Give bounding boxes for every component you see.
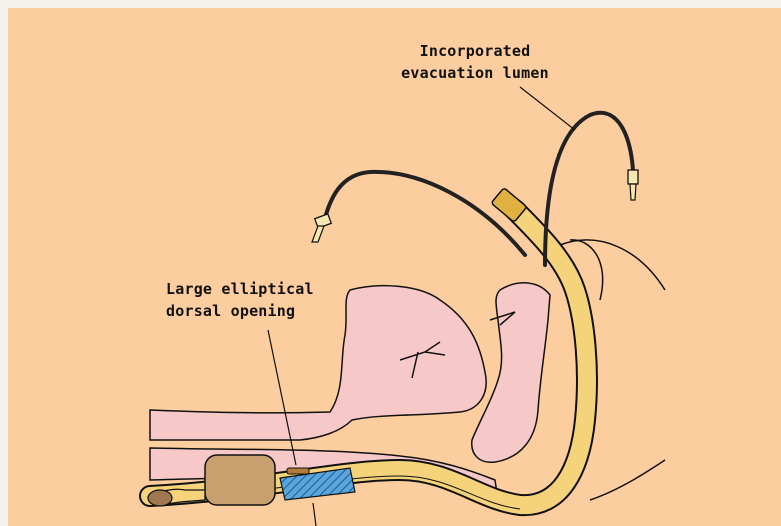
dorsal-opening-marker <box>287 468 309 474</box>
tube-tip-end <box>148 490 172 506</box>
dorsal-opening-label-line2: dorsal opening <box>166 300 314 322</box>
diagram-background <box>8 8 781 526</box>
dorsal-opening-label: Large elliptical dorsal opening <box>166 278 314 322</box>
evacuation-lumen-label-line2: evacuation lumen <box>375 62 575 84</box>
evacuation-connector-right <box>628 170 638 184</box>
evacuation-connector-right-tip <box>630 184 636 200</box>
dorsal-opening-label-line1: Large elliptical <box>166 278 314 300</box>
tube-cuff <box>205 455 275 505</box>
evacuation-lumen-label-line1: Incorporated <box>375 40 575 62</box>
evacuation-lumen-label: Incorporated evacuation lumen <box>375 40 575 84</box>
